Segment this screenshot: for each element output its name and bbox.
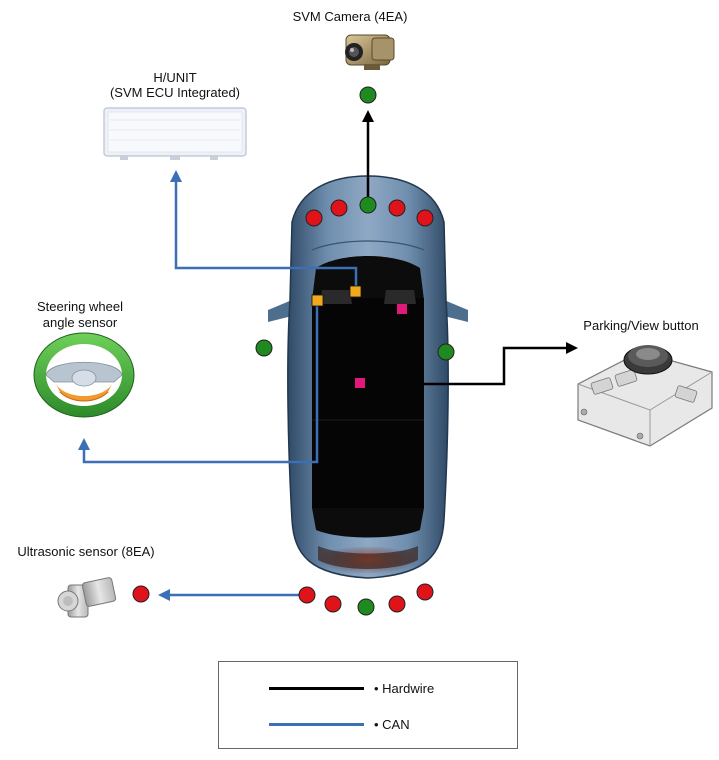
ultrasonic-label: Ultrasonic sensor (8EA) bbox=[17, 544, 155, 559]
rear-sensors bbox=[298, 583, 434, 616]
ultrasonic-sensor-icon bbox=[57, 577, 117, 618]
hardwire-parking-button bbox=[424, 342, 578, 386]
rear-ultrasonic-dot-2 bbox=[324, 595, 342, 613]
camera-legend-dot bbox=[359, 86, 377, 104]
steering-label-line2: angle sensor bbox=[42, 315, 118, 330]
rear-camera-dot bbox=[357, 598, 375, 616]
rear-window bbox=[312, 508, 424, 538]
pink-module-marker-center bbox=[355, 378, 365, 388]
legend-hardwire-label: • Hardwire bbox=[374, 680, 435, 696]
ultrasonic-legend-dot bbox=[132, 585, 150, 603]
steering-label-line1: Steering wheel bbox=[37, 299, 123, 314]
legend: • Hardwire • CAN bbox=[218, 661, 518, 749]
car-top-view bbox=[268, 175, 468, 579]
hunit-module-marker bbox=[349, 285, 362, 298]
svm-camera-label: SVM Camera (4EA) bbox=[292, 9, 408, 24]
right-camera-dot bbox=[437, 343, 455, 361]
pink-module-marker-front bbox=[397, 304, 407, 314]
legend-can-line bbox=[269, 722, 364, 726]
parking-button-icon bbox=[577, 345, 713, 447]
rear-ultrasonic-dot-3 bbox=[388, 595, 406, 613]
front-ultrasonic-dot-1 bbox=[305, 209, 323, 227]
rear-ultrasonic-dot-1 bbox=[298, 586, 316, 604]
parking-button-label: Parking/View button bbox=[583, 318, 699, 333]
front-sensors bbox=[305, 196, 434, 227]
right-mirror bbox=[444, 300, 468, 322]
front-ultrasonic-dot-3 bbox=[388, 199, 406, 217]
head-unit-icon bbox=[103, 107, 247, 160]
hunit-label-line1: H/UNIT bbox=[153, 70, 197, 85]
legend-can-label: • CAN bbox=[374, 716, 410, 732]
legend-hardwire-line bbox=[269, 686, 364, 690]
hunit-label-line2: (SVM ECU Integrated) bbox=[109, 85, 241, 100]
cabin-roof bbox=[312, 298, 424, 508]
rear-ultrasonic-dot-4 bbox=[416, 583, 434, 601]
hardwire-camera bbox=[362, 110, 374, 204]
front-ultrasonic-dot-4 bbox=[416, 209, 434, 227]
front-camera-dot bbox=[359, 196, 377, 214]
legend-item-can: • CAN bbox=[269, 714, 410, 734]
svm-camera-icon bbox=[345, 34, 395, 70]
legend-item-hardwire: • Hardwire bbox=[269, 678, 434, 698]
steering-module-marker bbox=[311, 294, 324, 307]
can-ultrasonic bbox=[158, 589, 307, 601]
can-steering bbox=[78, 301, 319, 464]
steering-wheel-icon bbox=[33, 332, 135, 418]
can-hunit bbox=[170, 170, 358, 292]
left-mirror bbox=[268, 300, 292, 322]
front-ultrasonic-dot-2 bbox=[330, 199, 348, 217]
left-camera-dot bbox=[255, 339, 273, 357]
